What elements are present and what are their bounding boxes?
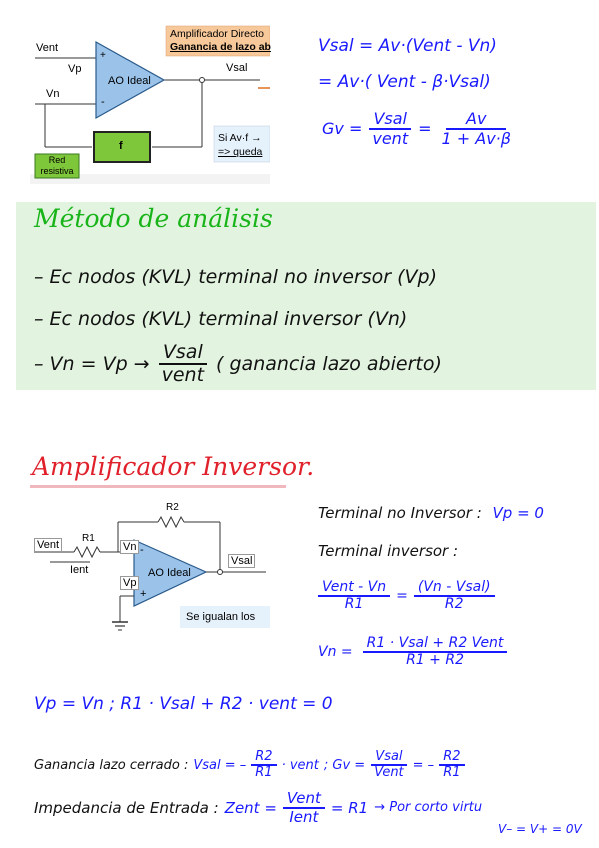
eq-inv-f3-den: R1 + R2: [406, 652, 464, 669]
eq-inv-equals: =: [396, 588, 408, 605]
d1-note-title-1: Amplificador Directo: [170, 28, 264, 40]
bottom-gan-num: R2: [251, 749, 277, 767]
d1-note-bottom-2: => queda: [218, 146, 263, 158]
bottom-vfoot: V– = V+ = 0V: [498, 822, 582, 836]
eq-av-num: Av: [446, 110, 507, 130]
eq-inv-f3: R1 · Vsal + R2 Vent R1 + R2: [362, 635, 508, 669]
bottom-z-frac: Vent Ient: [282, 790, 325, 826]
eq-gv-label: Gv =: [322, 119, 363, 139]
bottom-gv2-frac: R2 R1: [439, 749, 465, 781]
eq-gv-num: Vsal: [369, 110, 411, 130]
eq-av-frac: Av 1 + Av·β: [438, 110, 515, 147]
d1-opamp-label: AO Ideal: [108, 75, 151, 87]
metodo-item-3-num: Vsal: [158, 342, 207, 365]
d2-vent-label: Vent: [34, 538, 63, 552]
eq-top-line1: Vsal = Av·(Vent - Vn): [318, 36, 497, 56]
inversor-title-underline: [30, 485, 286, 488]
eq-gv-frac: Vsal vent: [368, 110, 412, 147]
d1-note-title-2: Ganancia de lazo ab: [170, 41, 271, 53]
eq-inv-frac-row: Vent - Vn R1 = (Vn - Vsal) R2: [318, 579, 495, 613]
eq-inv-vn-label: Vn =: [318, 644, 353, 661]
eq-inv-term-no-inv-label: Terminal no Inversor :: [318, 504, 482, 522]
d1-vn-label: Vn: [46, 88, 60, 100]
metodo-item-2: – Ec nodos (KVL) terminal inversor (Vn): [34, 308, 408, 330]
eq-inv-f2-num: (Vn - Vsal): [413, 579, 495, 598]
bottom-gan-frac: R2 R1: [251, 749, 277, 781]
d1-minus: -: [101, 96, 105, 108]
bottom-z-post: = R1: [330, 798, 369, 817]
bottom-line1: Vp = Vn ; R1 · Vsal + R2 · vent = 0: [34, 694, 333, 714]
metodo-title: Método de análisis: [34, 204, 273, 233]
d2-ient-label: Ient: [70, 564, 89, 576]
metodo-section: [16, 202, 596, 390]
metodo-item-3: – Vn = Vp → Vsal vent ( ganancia lazo ab…: [34, 342, 442, 386]
bottom-gv-frac: Vsal Vent: [370, 749, 407, 781]
diagram2-svg: [30, 502, 270, 640]
d1-f-label: f: [119, 140, 123, 152]
eq-gv-block: Gv = Vsal vent = Av 1 + Av·β: [322, 110, 515, 147]
bottom-gv-pre: ; Gv =: [323, 757, 366, 773]
d2-minus: -: [140, 544, 144, 556]
d2-vn-label: Vn: [120, 540, 140, 554]
d2-vp-label: Vp: [120, 576, 140, 590]
eq-inv-vn-row: Vn = R1 · Vsal + R2 Vent R1 + R2: [318, 635, 508, 669]
bottom-impedancia-row: Impedancia de Entrada : Zent = Vent Ient…: [34, 790, 482, 825]
bottom-gv-den: Vent: [374, 765, 404, 781]
metodo-item-3-post: ( ganancia lazo abierto): [216, 352, 442, 375]
metodo-item-3-den: vent: [161, 363, 205, 386]
eq-gv-den: vent: [372, 128, 409, 148]
d2-plus: +: [140, 588, 147, 600]
metodo-item-3-frac: Vsal vent: [158, 342, 208, 386]
d1-vsal-label: Vsal: [226, 62, 248, 74]
d1-note-bottom-1: Si Av·f →: [218, 132, 262, 144]
bottom-gv2-num: R2: [439, 749, 465, 767]
d2-opamp-label: AO Ideal: [148, 567, 191, 579]
eq-inv-vp0: Vp = 0: [492, 504, 544, 522]
bottom-gan-label: Ganancia lazo cerrado :: [34, 757, 189, 773]
eq-inv-f1: Vent - Vn R1: [318, 579, 391, 613]
diagram-amplificador-inversor: R2 R1 Vent Vn Ient Vp - + AO Ideal Vsal …: [30, 502, 270, 640]
eq-inv-term-inv: Terminal inversor :: [318, 542, 459, 560]
eq-inv-f1-den: R1: [344, 596, 364, 613]
bottom-z-num: Vent: [282, 790, 325, 809]
d2-note: Se igualan los: [186, 611, 256, 623]
eq-inv-term-no-inv: Terminal no Inversor : Vp = 0: [318, 504, 544, 522]
eq-inv-f1-num: Vent - Vn: [318, 579, 391, 598]
bottom-gv-num: Vsal: [371, 749, 407, 767]
eq-inv-f2: (Vn - Vsal) R2: [413, 579, 495, 613]
inversor-title: Amplificador Inversor.: [32, 452, 315, 481]
diagram1-svg: [30, 22, 270, 184]
eq-top-line2: = Av·( Vent - β·Vsal): [318, 72, 491, 92]
eq-inv-f3-num: R1 · Vsal + R2 Vent: [362, 635, 508, 654]
bottom-ganancia-row: Ganancia lazo cerrado : Vsal = – R2 R1 ·…: [34, 749, 465, 781]
bottom-gv2-den: R1: [443, 765, 461, 781]
bottom-imp-label: Impedancia de Entrada :: [34, 798, 219, 817]
d1-vent-label: Vent: [36, 42, 59, 54]
bottom-arrow-note: → Por corto virtu: [374, 800, 483, 815]
bottom-gan-post: · vent: [281, 757, 319, 773]
d1-red-resistiva: Red resistiva: [40, 155, 74, 176]
d2-r1-label: R1: [82, 533, 95, 544]
metodo-item-1: – Ec nodos (KVL) terminal no inversor (V…: [34, 266, 437, 288]
bottom-gv-eq: = –: [412, 757, 435, 773]
eq-av-den: 1 + Av·β: [441, 128, 511, 148]
d1-plus: +: [100, 50, 106, 61]
eq-inv-f2-den: R2: [444, 596, 464, 613]
bottom-zent: Zent =: [224, 798, 277, 817]
d2-vsal-label: Vsal: [228, 554, 256, 568]
bottom-z-den: Ient: [289, 807, 319, 826]
metodo-item-3-pre: – Vn = Vp →: [34, 352, 150, 375]
d1-vp-label: Vp: [68, 63, 82, 75]
eq-gv-equals: =: [418, 119, 432, 139]
diagram-amplificador-directo: Vent Vp Vn Vsal + - AO Ideal f Red resis…: [30, 22, 271, 184]
d2-r2-label: R2: [166, 502, 179, 513]
bottom-gan-pre: Vsal = –: [193, 757, 247, 773]
bottom-gan-den: R1: [255, 765, 273, 781]
